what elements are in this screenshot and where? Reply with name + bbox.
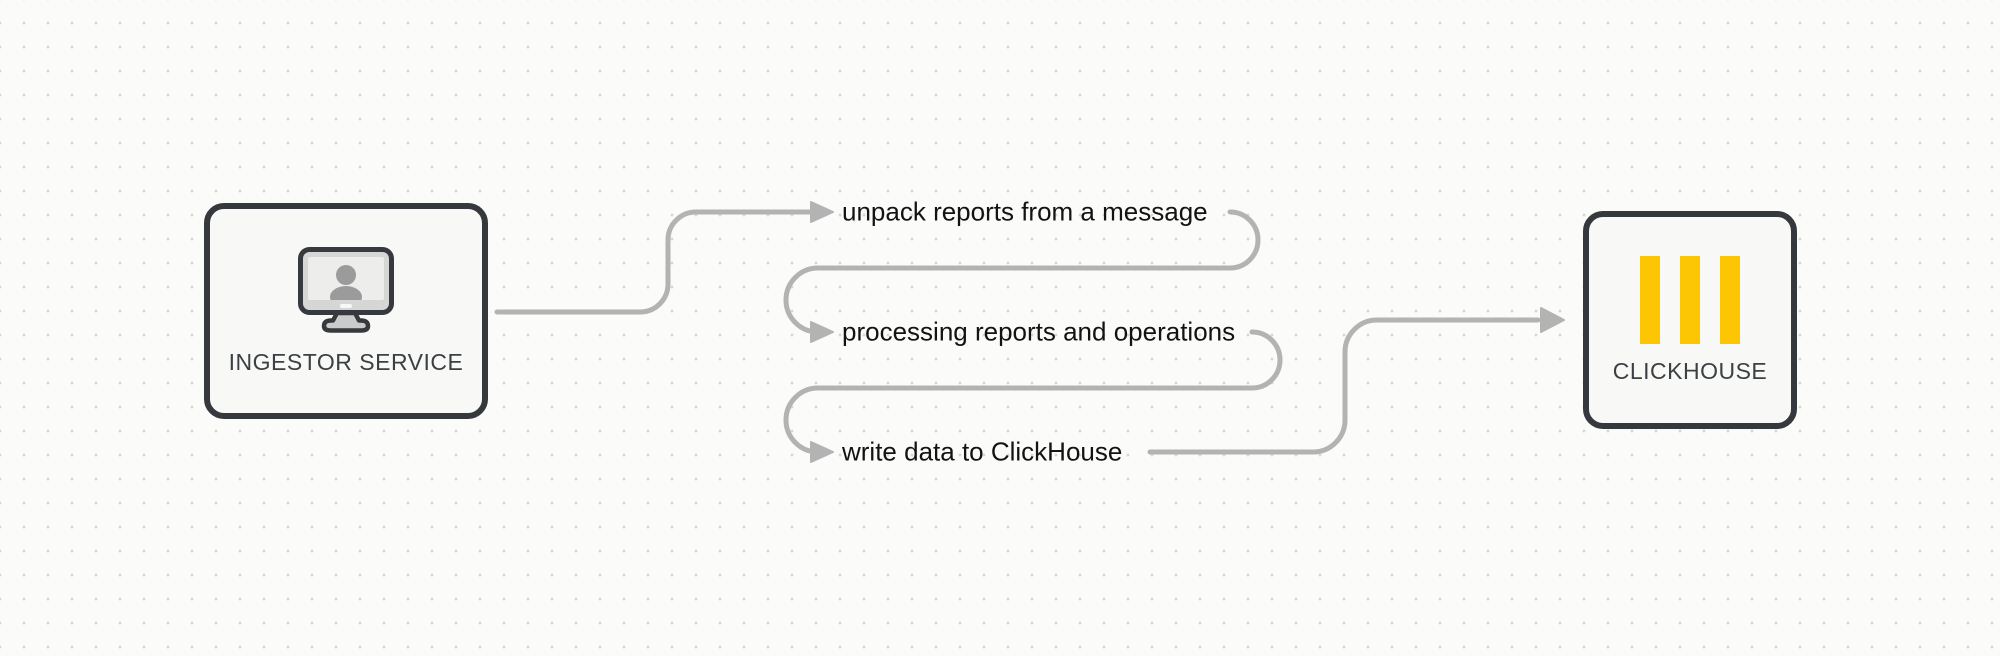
- connector-ingestor-to-step-1: [494, 209, 815, 315]
- node-label-clickhouse: CLICKHOUSE: [1612, 357, 1768, 384]
- node-label-ingestor: INGESTOR SERVICE: [228, 348, 464, 375]
- node-clickhouse: CLICKHOUSE: [1583, 211, 1797, 429]
- connector-step-3-to-clickhouse: [1147, 317, 1541, 455]
- step-label-write: write data to ClickHouse: [842, 436, 1123, 467]
- arrowhead-icon: [810, 201, 834, 223]
- user-workstation-icon: [298, 246, 394, 333]
- connector-step-1-to-step-2: [783, 209, 1261, 335]
- clickhouse-logo-icon: [1640, 255, 1740, 344]
- connector-step-2-to-step-3: [783, 329, 1283, 455]
- arrowhead-icon: [810, 321, 834, 343]
- step-label-unpack: unpack reports from a message: [842, 196, 1208, 227]
- arrowhead-icon: [1540, 307, 1565, 333]
- node-ingestor-service: INGESTOR SERVICE: [204, 203, 488, 419]
- step-label-processing: processing reports and operations: [842, 316, 1236, 347]
- arrowhead-icon: [810, 441, 834, 463]
